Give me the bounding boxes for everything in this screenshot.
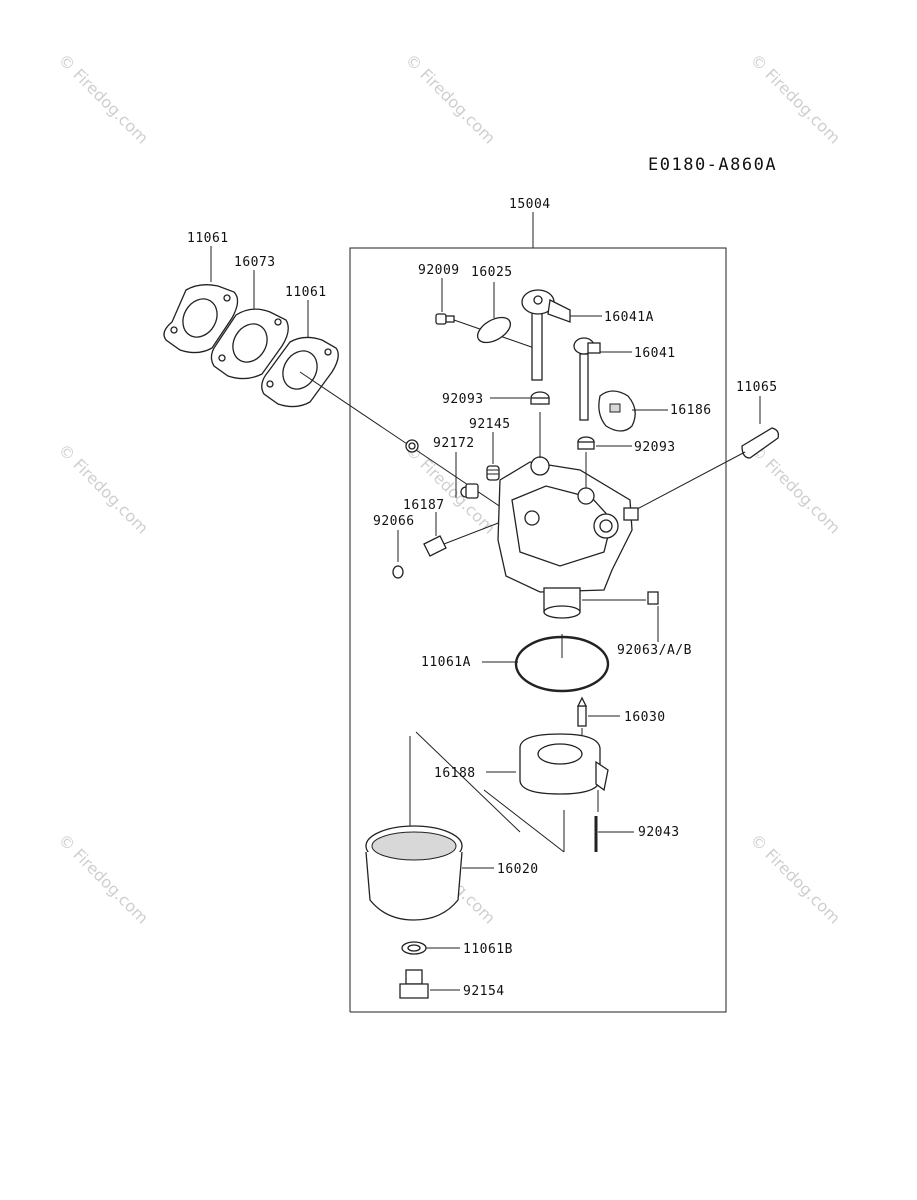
spacer-16073: [210, 308, 289, 380]
part-label: 92172: [433, 436, 475, 451]
screw-92172: [465, 483, 479, 499]
part-label: 16030: [624, 710, 666, 725]
idle-screw-16187: [423, 535, 447, 557]
float-needle-16030: [576, 696, 588, 727]
part-label: 16186: [670, 403, 712, 418]
part-label: 16073: [234, 255, 276, 270]
throttle-shaft-16041A: [521, 289, 571, 381]
part-label: 92093: [442, 392, 484, 407]
part-label: 11065: [736, 380, 778, 395]
part-label: 11061B: [463, 942, 513, 957]
part-label: 16020: [497, 862, 539, 877]
gasket-11061-a: [163, 284, 239, 354]
pipe-11065: [741, 427, 780, 459]
part-label: 11061: [187, 231, 229, 246]
part-label: 92063/A/B: [617, 643, 692, 658]
part-label: 16025: [471, 265, 513, 280]
jet-92063: [647, 591, 659, 605]
part-label: 92093: [634, 440, 676, 455]
float-16188: [519, 733, 609, 795]
assembly-frame: [349, 247, 727, 1013]
drain-bolt-92154: [399, 969, 429, 999]
diagram-code: E0180-A860A: [648, 155, 778, 175]
washer-92093-b: [577, 436, 595, 450]
choke-shaft-16041: [573, 337, 601, 421]
throttle-plate-16025: [476, 316, 512, 344]
washer-92093-a: [530, 391, 550, 405]
carburetor-body: [497, 412, 639, 619]
choke-plate-16186: [598, 390, 636, 432]
part-label: 16187: [403, 498, 445, 513]
screw-92009: [435, 313, 455, 325]
spring-92145: [486, 465, 500, 481]
part-label: 92009: [418, 263, 460, 278]
assembly-label: 15004: [509, 197, 551, 212]
part-label: 16188: [434, 766, 476, 781]
part-label: 92154: [463, 984, 505, 999]
part-label: 92066: [373, 514, 415, 529]
float-bowl-16020: [365, 825, 463, 921]
part-label: 92043: [638, 825, 680, 840]
part-label: 11061: [285, 285, 327, 300]
part-label: 16041A: [604, 310, 654, 325]
part-label: 92145: [469, 417, 511, 432]
part-label: 11061A: [421, 655, 471, 670]
washer-11061B: [401, 941, 427, 955]
part-label: 16041: [634, 346, 676, 361]
